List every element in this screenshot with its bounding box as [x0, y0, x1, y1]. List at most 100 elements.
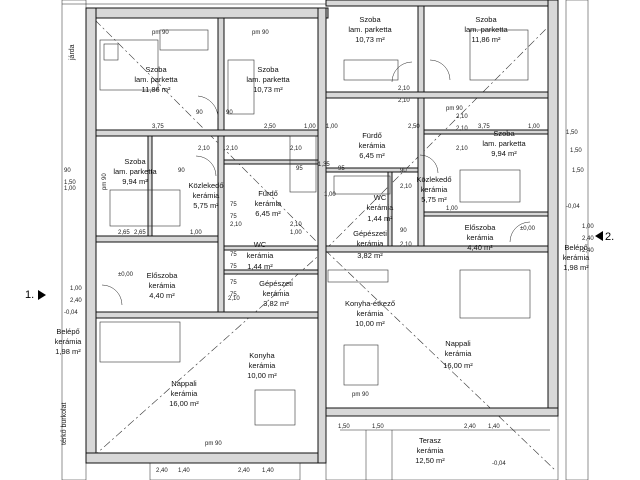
- terrace-outline: [325, 415, 559, 480]
- label-pm90-top-mid: pm 90: [252, 30, 269, 36]
- label-pm90-left-side: pm 90: [102, 173, 108, 190]
- wall-right-int-5: [423, 129, 549, 135]
- room-nappali-left: Nappali kerámia 16,00 m²: [169, 379, 199, 408]
- table-left: [254, 389, 296, 426]
- svg-text:9,94 m²: 9,94 m²: [122, 177, 148, 186]
- svg-text:1,00: 1,00: [528, 124, 540, 130]
- svg-text:1,00: 1,00: [446, 206, 458, 212]
- svg-text:kerámia: kerámia: [563, 253, 591, 262]
- wall-party: [317, 7, 327, 464]
- section-arrow-2-icon: [595, 231, 603, 241]
- svg-text:2,40: 2,40: [464, 424, 476, 430]
- svg-text:2,10: 2,10: [228, 296, 240, 302]
- svg-text:Fürdő: Fürdő: [258, 189, 278, 198]
- svg-text:Fürdő: Fürdő: [362, 131, 382, 140]
- svg-text:kerámia: kerámia: [255, 199, 283, 208]
- svg-text:1,40: 1,40: [488, 424, 500, 430]
- svg-text:10,00 m²: 10,00 m²: [247, 371, 277, 380]
- wall-right-south: [325, 407, 559, 417]
- level-left: ±0,00: [118, 272, 134, 278]
- svg-text:4,40 m²: 4,40 m²: [149, 291, 175, 300]
- svg-text:kerámia: kerámia: [417, 446, 445, 455]
- wardrobe-left-top: [159, 29, 209, 51]
- room-konyha-etkezo-right: Konyha-étkező kerámia 10,00 m²: [345, 299, 395, 328]
- svg-text:3,82 m²: 3,82 m²: [357, 251, 383, 260]
- svg-text:2,10: 2,10: [230, 222, 242, 228]
- svg-text:1,44 m²: 1,44 m²: [247, 262, 273, 271]
- label-pm90-bottom-right: pm 90: [352, 392, 369, 398]
- room-eloszoba-left: Előszoba kerámia 4,40 m²: [147, 271, 179, 300]
- svg-text:kerámia: kerámia: [467, 233, 495, 242]
- wall-right-int-4: [417, 97, 425, 247]
- room-furdo-right: Fürdő kerámia 6,45 m²: [359, 131, 387, 160]
- sofa-right: [459, 269, 531, 319]
- svg-text:1,00: 1,00: [324, 192, 336, 198]
- bed-left-top-pillow: [103, 43, 119, 61]
- svg-text:lam. parketta: lam. parketta: [464, 25, 508, 34]
- svg-text:Szoba: Szoba: [124, 157, 146, 166]
- level-right: ±0,00: [520, 226, 536, 232]
- room-szoba-left-small: Szoba lam. parketta 9,94 m²: [113, 157, 157, 186]
- svg-text:12,50 m²: 12,50 m²: [415, 456, 445, 465]
- room-kozlekedo-left: Közlekedő kerámia 5,75 m²: [188, 181, 223, 210]
- svg-text:1,00: 1,00: [326, 124, 338, 130]
- bed-right-small: [459, 169, 521, 203]
- svg-text:90: 90: [226, 110, 233, 116]
- level-belepo-right: -0,04: [566, 204, 580, 210]
- label-jarda: járda: [69, 44, 76, 61]
- svg-text:75: 75: [230, 292, 237, 298]
- svg-text:2,40: 2,40: [156, 468, 168, 474]
- svg-text:2,10: 2,10: [456, 126, 468, 132]
- room-szoba-right-mid: Szoba lam. parketta 10,73 m²: [348, 15, 392, 44]
- wall-left-int-8: [223, 245, 319, 251]
- svg-text:3,75: 3,75: [152, 124, 164, 130]
- svg-text:kerámia: kerámia: [359, 141, 387, 150]
- svg-text:kerámia: kerámia: [263, 289, 291, 298]
- svg-text:Szoba: Szoba: [493, 129, 515, 138]
- room-szoba-right-big: Szoba lam. parketta 11,86 m²: [464, 15, 508, 44]
- sofa-left: [99, 321, 181, 363]
- svg-text:75: 75: [230, 264, 237, 270]
- wall-left-int-9: [223, 269, 319, 275]
- svg-text:kerámia: kerámia: [357, 309, 385, 318]
- svg-text:Előszoba: Előszoba: [147, 271, 179, 280]
- wall-right-int-2: [417, 5, 425, 93]
- wall-right-int-8: [387, 171, 393, 247]
- bathtub-left: [289, 135, 317, 193]
- svg-text:2,10: 2,10: [456, 146, 468, 152]
- door-swing-5: [429, 59, 451, 81]
- svg-text:90: 90: [64, 168, 71, 174]
- svg-text:1,00: 1,00: [582, 224, 594, 230]
- svg-text:2,40: 2,40: [582, 236, 594, 242]
- svg-text:90: 90: [400, 168, 407, 174]
- label-pm90-right-top: pm 90: [446, 106, 463, 112]
- axis-line-diagonal-4: [324, 249, 556, 471]
- svg-text:1,40: 1,40: [178, 468, 190, 474]
- level-terasz: -0,04: [492, 461, 506, 467]
- svg-text:2,10: 2,10: [400, 184, 412, 190]
- svg-text:1,00: 1,00: [64, 186, 76, 192]
- wall-left-int-5: [147, 135, 153, 237]
- svg-text:95: 95: [296, 166, 303, 172]
- section-marker-2: 2.: [605, 231, 614, 243]
- svg-text:11,86 m²: 11,86 m²: [471, 35, 501, 44]
- room-furdo-left: Fürdő kerámia 6,45 m²: [255, 189, 283, 218]
- svg-text:Nappali: Nappali: [445, 339, 471, 348]
- wall-left-west: [85, 7, 97, 464]
- svg-text:kerámia: kerámia: [149, 281, 177, 290]
- svg-text:2,65: 2,65: [134, 230, 146, 236]
- bed-left-mid: [227, 59, 255, 115]
- wall-left-int-4: [217, 135, 225, 317]
- svg-text:lam. parketta: lam. parketta: [482, 139, 526, 148]
- svg-text:2,10: 2,10: [290, 222, 302, 228]
- svg-text:3,82 m²: 3,82 m²: [263, 299, 289, 308]
- svg-text:Belépő: Belépő: [564, 243, 587, 252]
- svg-text:2,10: 2,10: [290, 146, 302, 152]
- room-kozlekedo-right: Közlekedő kerámia 5,75 m²: [416, 175, 451, 204]
- svg-text:3,75: 3,75: [478, 124, 490, 130]
- svg-text:kerámia: kerámia: [171, 389, 199, 398]
- bathtub-right: [333, 175, 391, 195]
- level-belepo-left: -0,04: [64, 310, 78, 316]
- svg-text:75: 75: [230, 202, 237, 208]
- label-pm90-bottom-left: pm 90: [205, 441, 222, 447]
